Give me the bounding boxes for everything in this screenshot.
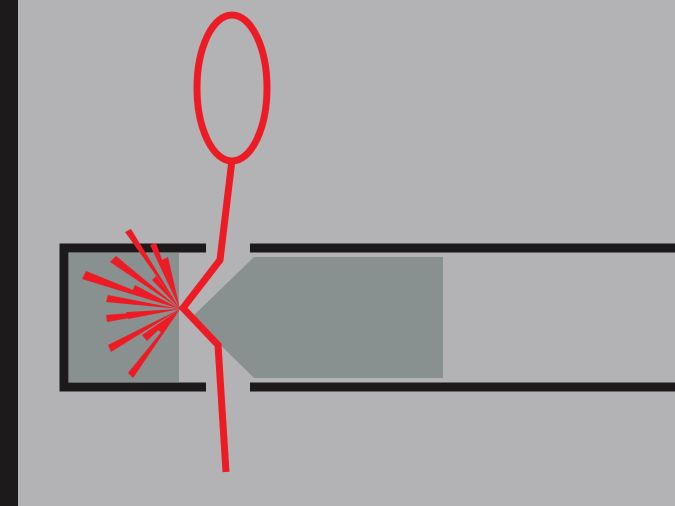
spark-ray-2: [150, 243, 180, 309]
spark-ray-7: [106, 295, 180, 309]
wire-path: [178, 159, 236, 473]
wire-loop-icon: [178, 11, 271, 473]
spark-ray-4: [110, 256, 180, 309]
left-wall-bar: [0, 0, 18, 506]
spark-ray-12: [142, 309, 180, 341]
spark-ray-13: [158, 309, 180, 334]
spark-ray-10: [108, 309, 180, 352]
chamber-left-section: [59, 243, 206, 392]
chamber-outline: [59, 243, 675, 392]
spark-ray-9: [126, 309, 180, 319]
piston-body: [192, 257, 443, 378]
spark-ray-1: [125, 229, 180, 309]
spark-ray-6: [132, 285, 180, 309]
spark-ray-14: [152, 276, 180, 309]
spark-burst-icon: [82, 229, 180, 378]
spark-ray-3: [162, 257, 180, 309]
